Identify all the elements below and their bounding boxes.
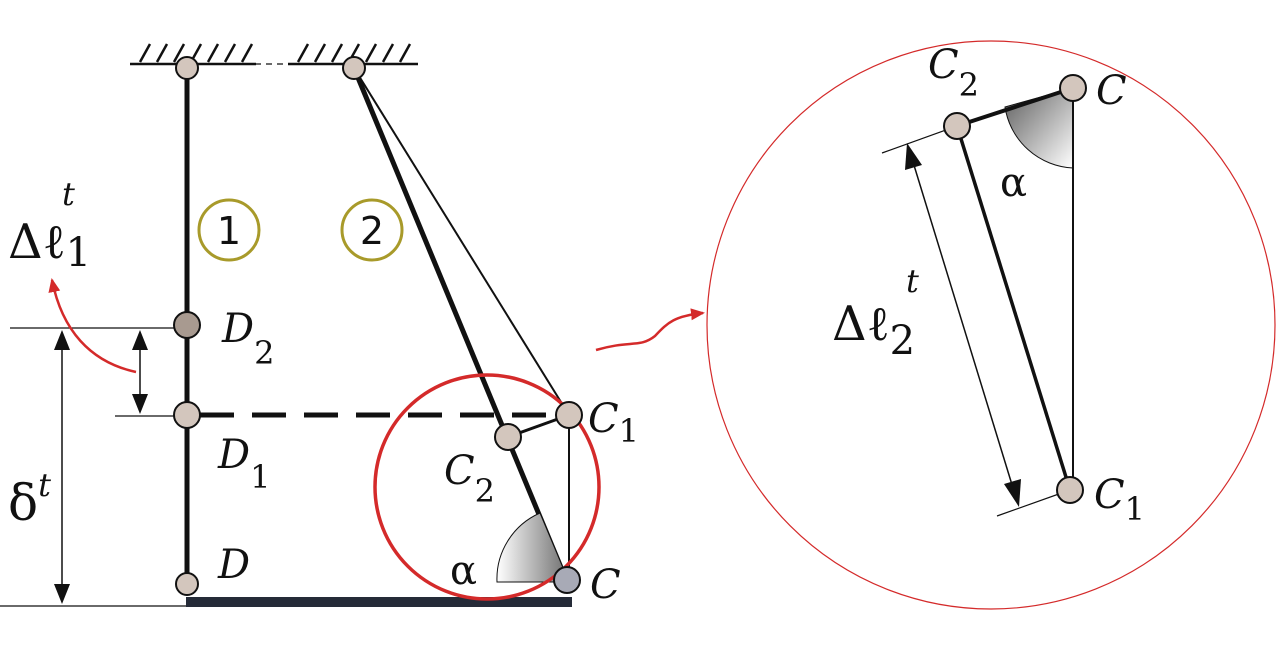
joint-top-right (342, 56, 366, 80)
label-d2: D2 (221, 306, 274, 372)
zoom-joint-c1 (1056, 476, 1084, 504)
joint-c1 (555, 401, 583, 429)
alpha-wedge-zoom (1004, 87, 1074, 169)
joint-c (553, 566, 581, 594)
label-delta-l1-sup: t (62, 175, 75, 213)
bar-1-number: 1 (217, 209, 241, 253)
label-delta-l1: Δℓ1 (8, 214, 91, 276)
joint-d1 (173, 401, 201, 429)
bar-2-elongated-thin (353, 67, 570, 416)
bar-2 (351, 67, 570, 583)
label-c1-zoom: C1 (1094, 472, 1145, 528)
magnifier-circle-small (373, 373, 601, 601)
bar-2-number-circle (340, 198, 404, 262)
bar-1-number-circle (197, 198, 261, 262)
label-c2-zoom: C2 (928, 42, 979, 104)
delta-l2-dimension (905, 143, 1021, 507)
label-d: D (217, 542, 250, 588)
label-delta-t: δt (8, 466, 51, 532)
zoom-joint-c2 (943, 112, 971, 140)
joint-top-left (175, 56, 199, 80)
label-delta-l2: Δℓ2 (832, 296, 915, 364)
zoom-c2-c-link (956, 86, 1074, 128)
joint-d2 (173, 311, 201, 339)
label-c1-left: C1 (588, 396, 639, 450)
label-d1: D1 (217, 432, 270, 496)
joint-c2 (494, 423, 522, 451)
red-arrow-to-zoom (595, 308, 705, 352)
joint-d (175, 572, 199, 596)
alpha-wedge-left (496, 512, 570, 583)
label-alpha-zoom: α (1000, 160, 1027, 206)
label-c-left: C (590, 562, 621, 608)
red-arrow-delta-l1 (48, 278, 137, 374)
label-c-zoom: C (1096, 68, 1127, 114)
delta-t-dimension (54, 330, 70, 604)
label-c2-left: C2 (444, 448, 495, 510)
delta-l1-dimension (132, 330, 148, 414)
magnifier-circle-large (706, 40, 1276, 610)
label-delta-l2-sup: t (906, 262, 919, 300)
label-alpha-left: α (450, 548, 477, 594)
zoom-joint-c (1059, 74, 1087, 102)
zoom-c2-c1-bar (955, 125, 1072, 491)
bar-2-number: 2 (360, 209, 384, 253)
